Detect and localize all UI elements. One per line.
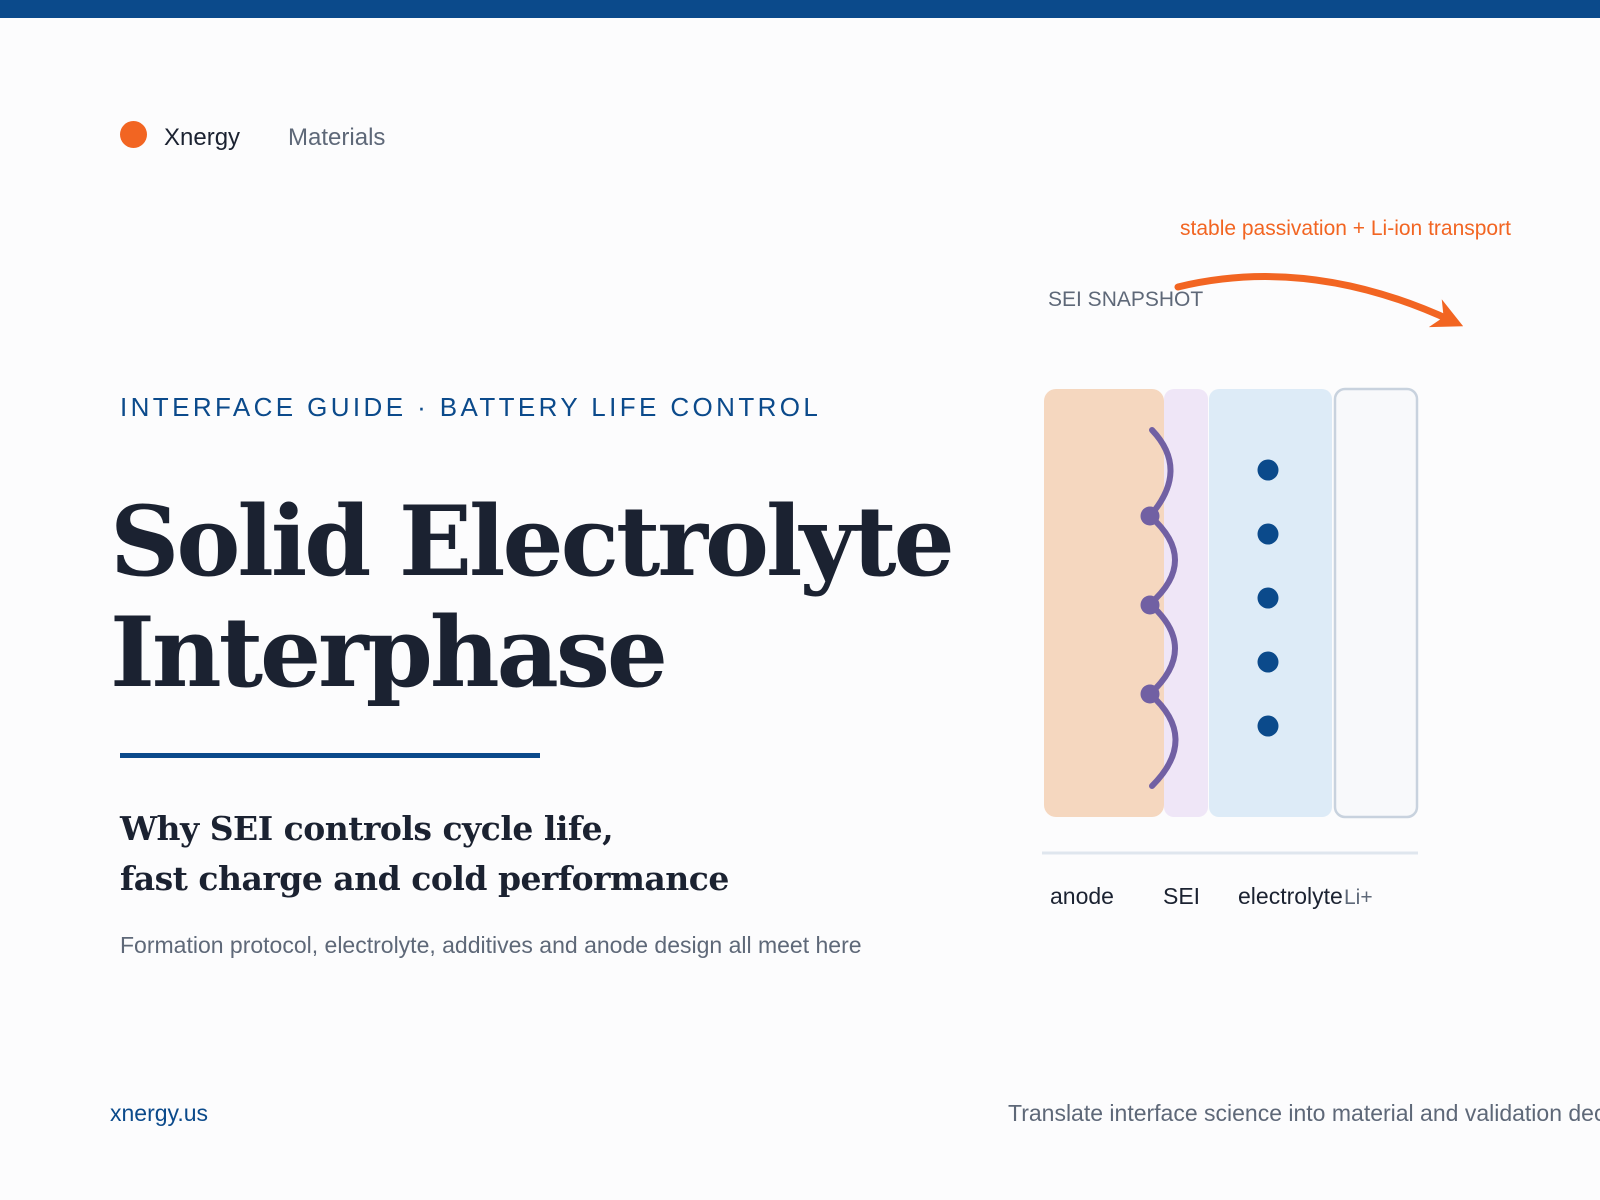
li-ion-layer	[1333, 387, 1419, 819]
page-title: Solid Electrolyte Interphase	[110, 485, 955, 709]
sei-node-dot	[1140, 506, 1160, 526]
subtitle-line-2: fast charge and cold performance	[120, 859, 729, 898]
sei-boundary-curve	[1145, 427, 1179, 789]
li-ion-dot	[1257, 587, 1279, 609]
sei-node-dot	[1140, 595, 1160, 615]
subtitle: Why SEI controls cycle life, fast charge…	[120, 804, 729, 904]
li-ion-dot	[1257, 651, 1279, 673]
layer-label-li-ion: Li+	[1344, 886, 1373, 909]
annotation-arrow-icon	[1174, 273, 1464, 328]
diagram-label: SEI SNAPSHOT	[1048, 288, 1203, 311]
layer-label-electrolyte: electrolyte	[1238, 883, 1343, 909]
footer-website-link[interactable]: xnergy.us	[110, 1100, 209, 1126]
diagram-annotation: stable passivation + Li-ion transport	[1180, 217, 1511, 240]
electrolyte-layer	[1209, 389, 1332, 817]
sei-node-dot	[1140, 684, 1160, 704]
li-ion-dot	[1257, 459, 1279, 481]
sei-layer	[1164, 389, 1208, 817]
brand-header: Xnergy Materials	[120, 118, 385, 158]
layer-label-sei: SEI	[1163, 883, 1200, 909]
brand-section-label[interactable]: Materials	[288, 124, 386, 151]
top-accent-bar	[0, 0, 1600, 18]
layer-label-anode: anode	[1050, 883, 1114, 909]
brand-logo-dot-icon	[120, 120, 147, 148]
brand-name[interactable]: Xnergy	[164, 124, 241, 151]
body-text: Formation protocol, electrolyte, additiv…	[120, 932, 862, 958]
page-title-line-1: Solid Electrolyte	[110, 485, 955, 598]
page-title-line-2: Interphase	[110, 596, 668, 709]
title-underline	[120, 753, 540, 758]
li-ion-dot	[1257, 715, 1279, 737]
li-ion-dot	[1257, 523, 1279, 545]
footer-tagline: Translate interface science into materia…	[1008, 1100, 1600, 1126]
eyebrow-text: INTERFACE GUIDE · BATTERY LIFE CONTROL	[120, 392, 822, 422]
subtitle-line-1: Why SEI controls cycle life,	[120, 809, 614, 848]
anode-layer	[1044, 389, 1164, 817]
